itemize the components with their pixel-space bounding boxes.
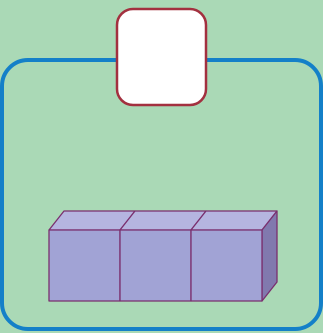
cube-1-front	[49, 230, 120, 301]
cube-3-front	[191, 230, 262, 301]
cube-row	[49, 211, 277, 301]
top-box	[117, 9, 206, 105]
cube-2-front	[120, 230, 191, 301]
